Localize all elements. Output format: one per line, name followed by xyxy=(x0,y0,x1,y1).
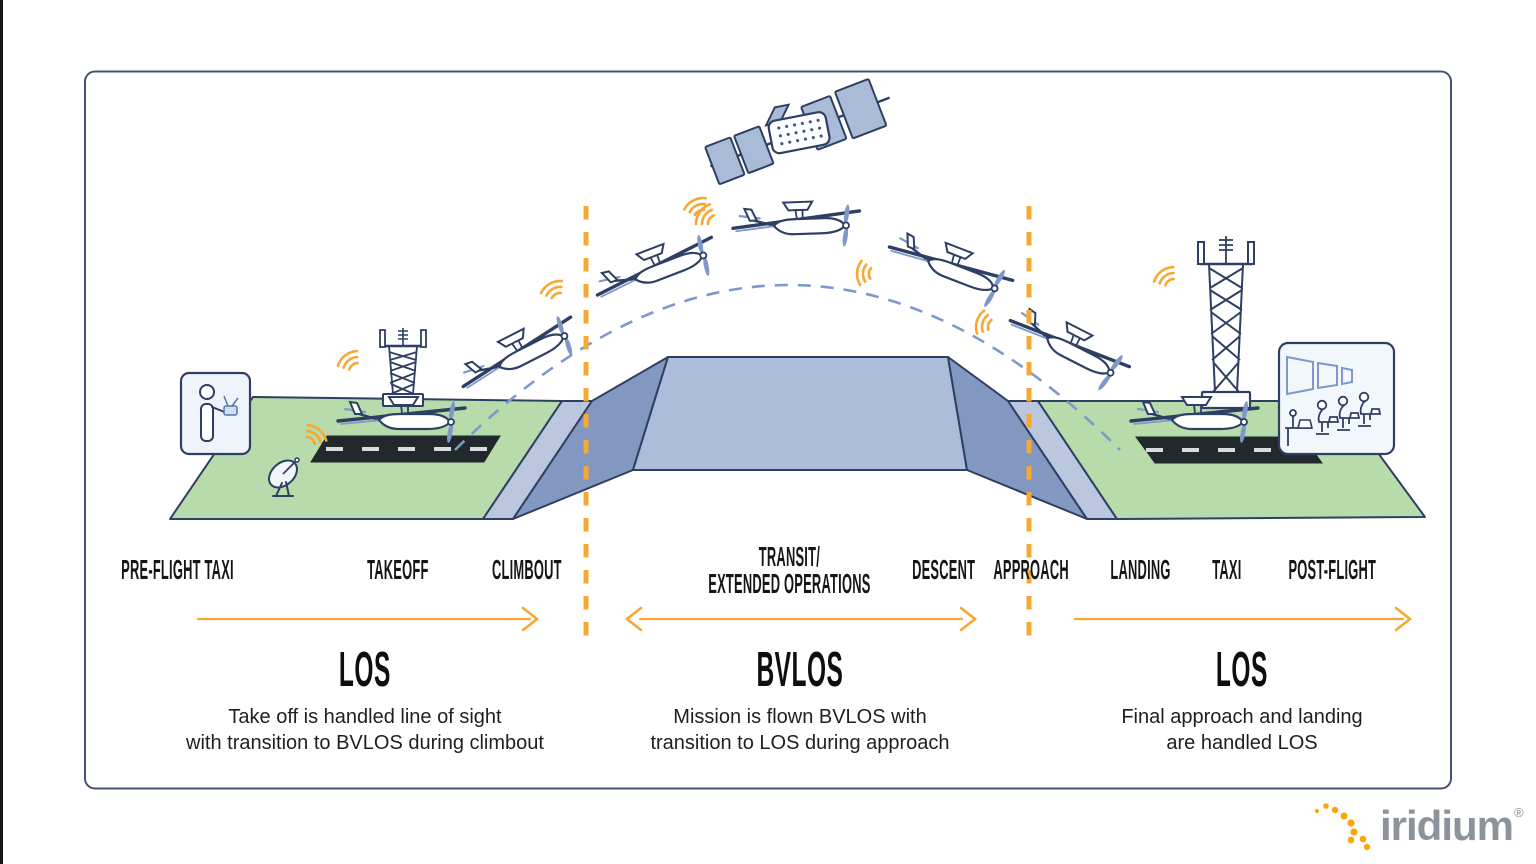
phase-label-landing: LANDING xyxy=(1110,554,1172,585)
section-heading-los-right: LOS xyxy=(1216,643,1268,697)
screen-edge-artifact xyxy=(0,0,3,864)
cell-tower-icon xyxy=(1197,236,1255,410)
trademark-symbol: ® xyxy=(1514,805,1524,820)
phase-label-taxi: TAXI xyxy=(1212,554,1242,585)
phase-label-climbout: CLIMBOUT xyxy=(492,554,562,585)
phase-label-transit: TRANSIT/ EXTENDED OPERATIONS xyxy=(707,541,871,599)
terrain xyxy=(169,356,1426,520)
iridium-dots-icon xyxy=(1314,803,1371,851)
remote-pilot-icon xyxy=(179,371,252,456)
phase-label-approach: APPROACH xyxy=(993,554,1069,585)
iridium-logo: iridium ® xyxy=(1312,796,1524,856)
section-description-bvlos: Mission is flown BVLOS with transition t… xyxy=(650,706,950,754)
zone-arrows xyxy=(196,606,1413,632)
satellite-dish-icon xyxy=(268,457,300,497)
section-description-los-right: Final approach and landing are handled L… xyxy=(1121,706,1363,754)
flight-path-arc xyxy=(454,283,1121,451)
phase-label-descent: DESCENT xyxy=(912,554,976,585)
iridium-wordmark: iridium xyxy=(1380,802,1514,849)
section-description-los-left: Take off is handled line of sight with t… xyxy=(186,706,544,754)
arrowhead-right-icon xyxy=(521,606,540,632)
arrowhead-right-icon xyxy=(1394,606,1413,632)
phase-label-preflight-taxi: PRE-FLIGHT TAXI xyxy=(120,554,234,585)
phase-label-postflight: POST-FLIGHT xyxy=(1288,554,1376,585)
phase-label-takeoff: TAKEOFF xyxy=(367,554,429,585)
satellite-icon xyxy=(704,78,891,185)
section-heading-bvlos: BVLOS xyxy=(756,643,844,697)
arrowhead-right-icon xyxy=(959,606,978,632)
section-heading-los-left: LOS xyxy=(339,643,391,697)
arrowhead-left-icon xyxy=(624,606,643,632)
mesa-top xyxy=(632,356,968,471)
runways xyxy=(310,435,1323,464)
control-room-icon xyxy=(1277,341,1396,456)
